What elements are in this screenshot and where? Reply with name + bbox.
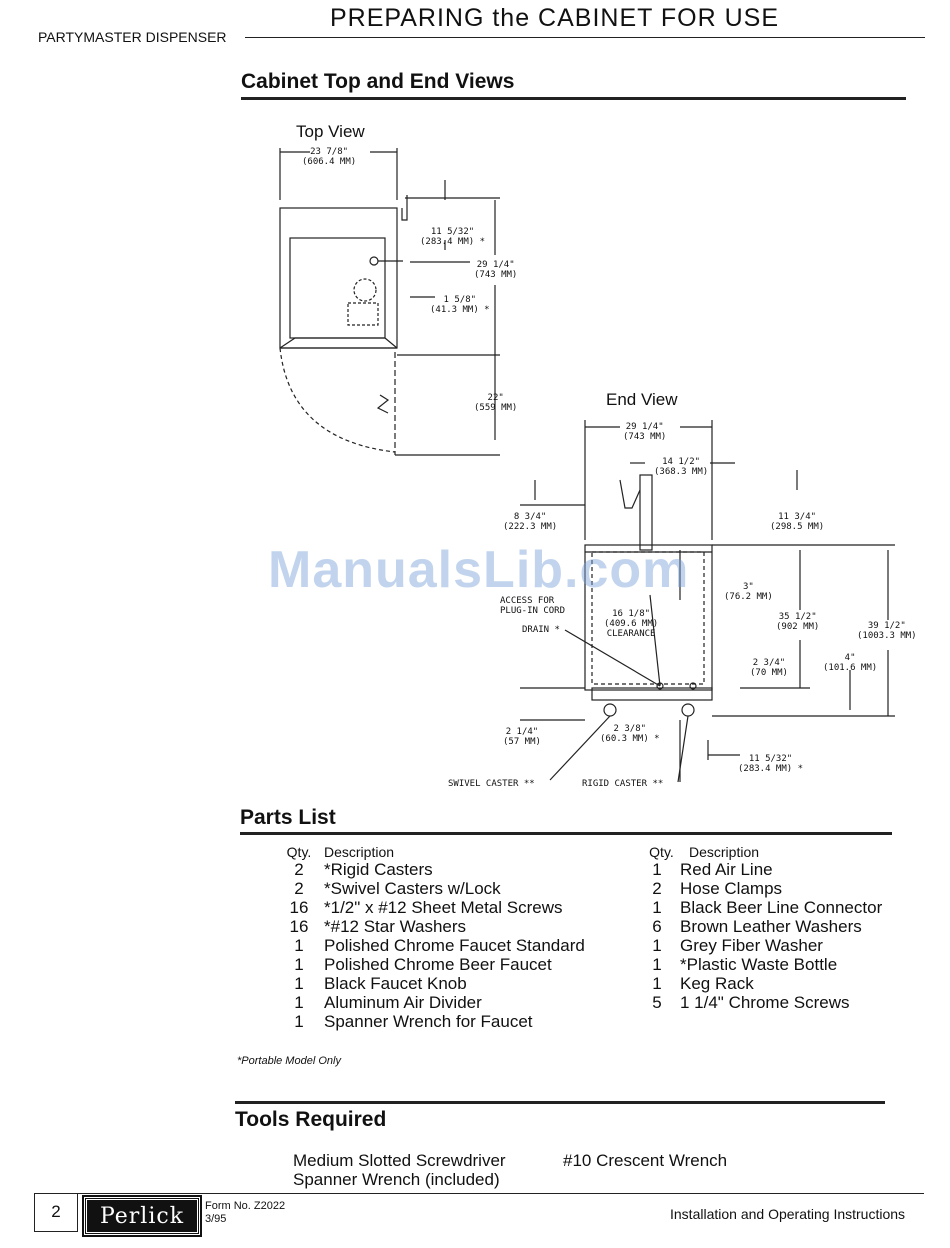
- tools-required-title: Tools Required: [235, 1108, 387, 1131]
- cabinet-views-title: Cabinet Top and End Views: [241, 70, 515, 93]
- top-view-door-dim: 22" (559 MM): [474, 393, 518, 413]
- end-view-tower-height-dim: 11 3/4" (298.5 MM): [770, 512, 825, 532]
- top-view-width-dim: 23 7/8" (606.4 MM): [302, 147, 357, 167]
- end-view-diagram: [520, 420, 895, 783]
- end-view-title: End View: [606, 390, 678, 409]
- page-title: PREPARING the CABINET FOR USE: [330, 4, 780, 32]
- list-item: 16*1/2" x #12 Sheet Metal Screws: [289, 898, 563, 917]
- perlick-logo: Perlick: [82, 1195, 202, 1237]
- footer-rule: [34, 1193, 924, 1194]
- top-view-diagram: [279, 148, 500, 456]
- rigid-caster-label: RIGID CASTER **: [582, 779, 664, 789]
- page-number: 2: [34, 1193, 78, 1232]
- tool-item: Spanner Wrench (included): [293, 1170, 500, 1189]
- end-view-39-dim: 39 1/2" (1003.3 MM): [857, 621, 917, 641]
- parts-list-header: Qty.Description: [286, 844, 395, 860]
- drain-label: DRAIN *: [522, 625, 560, 635]
- header-rule: [245, 37, 925, 38]
- end-view-11-dim: 11 5/32" (283.4 MM) *: [738, 754, 804, 774]
- parts-list-header: Qty.Description: [649, 844, 760, 860]
- swivel-caster-label: SWIVEL CASTER **: [448, 779, 535, 789]
- parts-list-rule: [240, 832, 892, 835]
- form-number: Form No. Z2022 3/95: [205, 1200, 286, 1225]
- top-view-dim-1-5-8: 1 5/8" (41.3 MM) *: [430, 295, 490, 315]
- end-view-2-3-4-dim: 2 3/4" (70 MM): [750, 658, 788, 678]
- top-view-title: Top View: [296, 122, 365, 141]
- list-item: 2*Swivel Casters w/Lock: [294, 879, 501, 898]
- parts-list-left: Qty.Description 2*Rigid Casters 2*Swivel…: [274, 844, 585, 1031]
- access-plug-in-label: ACCESS FOR PLUG-IN CORD: [500, 596, 566, 616]
- top-view-dim-11: 11 5/32" (283.4 MM) *: [420, 227, 486, 247]
- tool-item: #10 Crescent Wrench: [563, 1151, 728, 1170]
- end-view-4in-dim: 4" (101.6 MM): [823, 653, 878, 673]
- watermark: ManualsLib.com: [268, 541, 690, 599]
- portable-model-footnote: *Portable Model Only: [237, 1055, 341, 1067]
- header-product-label: PARTYMASTER DISPENSER: [38, 29, 227, 45]
- end-view-3in-dim: 3" (76.2 MM): [724, 582, 773, 602]
- end-view-tower-dim: 14 1/2" (368.3 MM): [654, 457, 709, 477]
- end-view-2-1-4-dim: 2 1/4" (57 MM): [503, 727, 541, 747]
- footer-title: Installation and Operating Instructions: [670, 1206, 906, 1222]
- list-item: 16*#12 Star Washers: [289, 917, 467, 936]
- end-view-clearance-dim: 16 1/8" (409.6 MM) CLEARANCE: [604, 609, 659, 639]
- cabinet-views-rule: [241, 97, 906, 100]
- end-view-2-3-8-dim: 2 3/8" (60.3 MM) *: [600, 724, 660, 744]
- top-view-dim-29: 29 1/4" (743 MM): [474, 260, 518, 280]
- tool-item: Medium Slotted Screwdriver: [293, 1151, 506, 1170]
- list-item: 1*Plastic Waste Bottle: [652, 955, 838, 974]
- end-view-width-dim: 29 1/4" (743 MM): [623, 422, 667, 442]
- parts-list-title: Parts List: [240, 806, 336, 829]
- tools-required-rule: [235, 1101, 885, 1104]
- end-view-faucet-dim: 8 3/4" (222.3 MM): [503, 512, 558, 532]
- end-view-35-dim: 35 1/2" (902 MM): [776, 612, 820, 632]
- list-item: 2*Rigid Casters: [294, 860, 433, 879]
